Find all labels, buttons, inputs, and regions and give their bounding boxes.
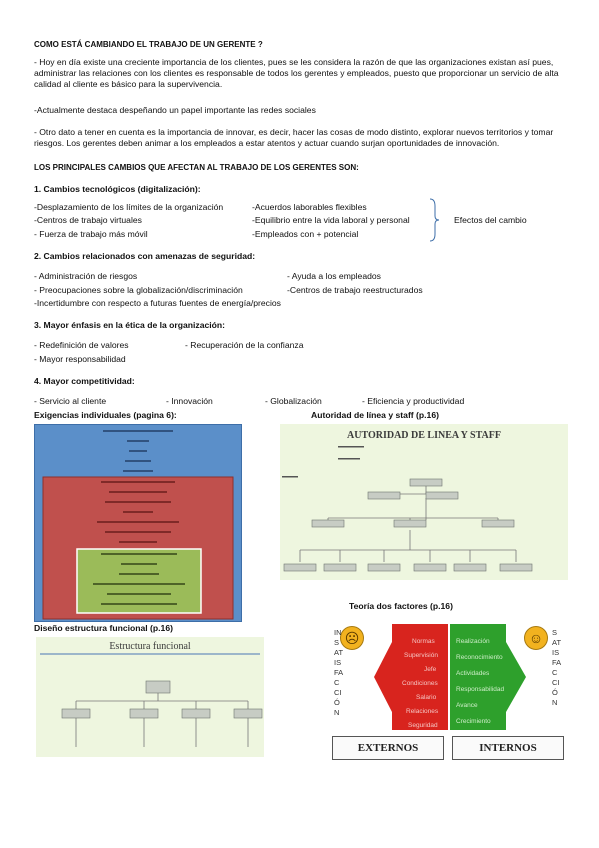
red-item: Relaciones: [406, 708, 439, 715]
s1-right-1: -Acuerdos laborables flexibles: [252, 202, 367, 212]
s1-left-1: -Desplazamiento de los límites de la org…: [34, 202, 224, 212]
factores-diagram: [374, 624, 526, 730]
green-item: Crecimiento: [456, 718, 491, 725]
green-item: Avance: [456, 702, 478, 709]
paragraph-innovation: - Otro dato a tener en cuenta es la impo…: [34, 127, 554, 148]
funcional-figure: Estructura funcional: [36, 637, 264, 757]
s1-left-3: - Fuerza de trabajo más móvil: [34, 229, 148, 239]
s3-item-b: - Recuperación de la confianza: [185, 340, 304, 350]
doc-heading: COMO ESTÁ CAMBIANDO EL TRABAJO DE UN GER…: [34, 40, 263, 49]
section-1-title: 1. Cambios tecnológicos (digitalización)…: [34, 184, 201, 194]
sad-face-icon: ☹: [340, 626, 364, 650]
factores-figure: ☹ ☺ INSATISFACCIÓN SATISFACCIÓN Normas S…: [330, 614, 566, 760]
caption-exigencias: Exigencias individuales (pagina 6):: [34, 410, 177, 420]
green-item: Responsabilidad: [456, 686, 505, 693]
caption-autoridad: Autoridad de línea y staff (p.16): [311, 410, 439, 420]
satisfaccion-label: SATISFACCIÓN: [552, 628, 562, 707]
curly-brace-icon: [429, 198, 439, 242]
funcional-org-chart: [40, 653, 263, 747]
caption-funcional: Diseño estructura funcional (p.16): [34, 623, 173, 633]
s4-item-2: - Innovación: [166, 396, 213, 406]
funcional-title: Estructura funcional: [109, 641, 191, 652]
section-2-title: 2. Cambios relacionados con amenazas de …: [34, 251, 256, 261]
s3-item-c: - Mayor responsabilidad: [34, 354, 126, 364]
exigencias-diagram: [42, 430, 234, 620]
effects-label: Efectos del cambio: [454, 215, 527, 225]
s2-line-1b: - Ayuda a los empleados: [287, 271, 381, 281]
caption-factores: Teoría dos factores (p.16): [349, 601, 453, 611]
autoridad-org-chart: [282, 446, 533, 572]
internos-box: INTERNOS: [452, 736, 564, 760]
s1-right-3: -Empleados con + potencial: [252, 229, 359, 239]
insatisfaccion-label: INSATISFACCIÓN: [334, 628, 344, 717]
green-item: Realización: [456, 638, 490, 645]
green-item: Reconocimiento: [456, 654, 503, 661]
section-3-title: 3. Mayor énfasis en la ética de la organ…: [34, 320, 226, 330]
s4-item-3: - Globalización: [265, 396, 322, 406]
autoridad-title: AUTORIDAD DE LINEA Y STAFF: [347, 430, 501, 441]
externos-box: EXTERNOS: [332, 736, 444, 760]
main-changes-title: LOS PRINCIPALES CAMBIOS QUE AFECTAN AL T…: [34, 163, 359, 172]
s1-right-2: -Equilibrio entre la vida laboral y pers…: [252, 215, 410, 225]
s1-left-2: -Centros de trabajo virtuales: [34, 215, 142, 225]
red-item: Seguridad: [408, 722, 438, 729]
s2-line-2a: - Preocupaciones sobre la globalización/…: [34, 285, 243, 295]
section-4-title: 4. Mayor competitividad:: [34, 376, 135, 386]
exigencias-figure: [34, 424, 242, 622]
green-item: Actividades: [456, 670, 490, 677]
smile-face-icon: ☺: [524, 626, 548, 650]
s3-item-a: - Redefinición de valores: [34, 340, 129, 350]
red-item: Normas: [412, 638, 435, 645]
s2-line-1a: - Administración de riesgos: [34, 271, 138, 281]
red-item: Jefe: [424, 666, 437, 673]
paragraph-social: -Actualmente destaca despeñando un papel…: [34, 105, 316, 115]
s2-line-3: -Incertidumbre con respecto a futuras fu…: [34, 298, 281, 308]
s2-line-2b: -Centros de trabajo reestructurados: [287, 285, 423, 295]
red-item: Supervisión: [404, 652, 438, 659]
s4-item-4: - Eficiencia y productividad: [362, 396, 465, 406]
red-item: Condiciones: [402, 680, 438, 687]
autoridad-figure: AUTORIDAD DE LINEA Y STAFF: [280, 424, 568, 580]
red-item: Salario: [416, 694, 437, 701]
s4-item-1: - Servicio al cliente: [34, 396, 107, 406]
paragraph-clients: - Hoy en día existe una creciente import…: [34, 57, 559, 89]
